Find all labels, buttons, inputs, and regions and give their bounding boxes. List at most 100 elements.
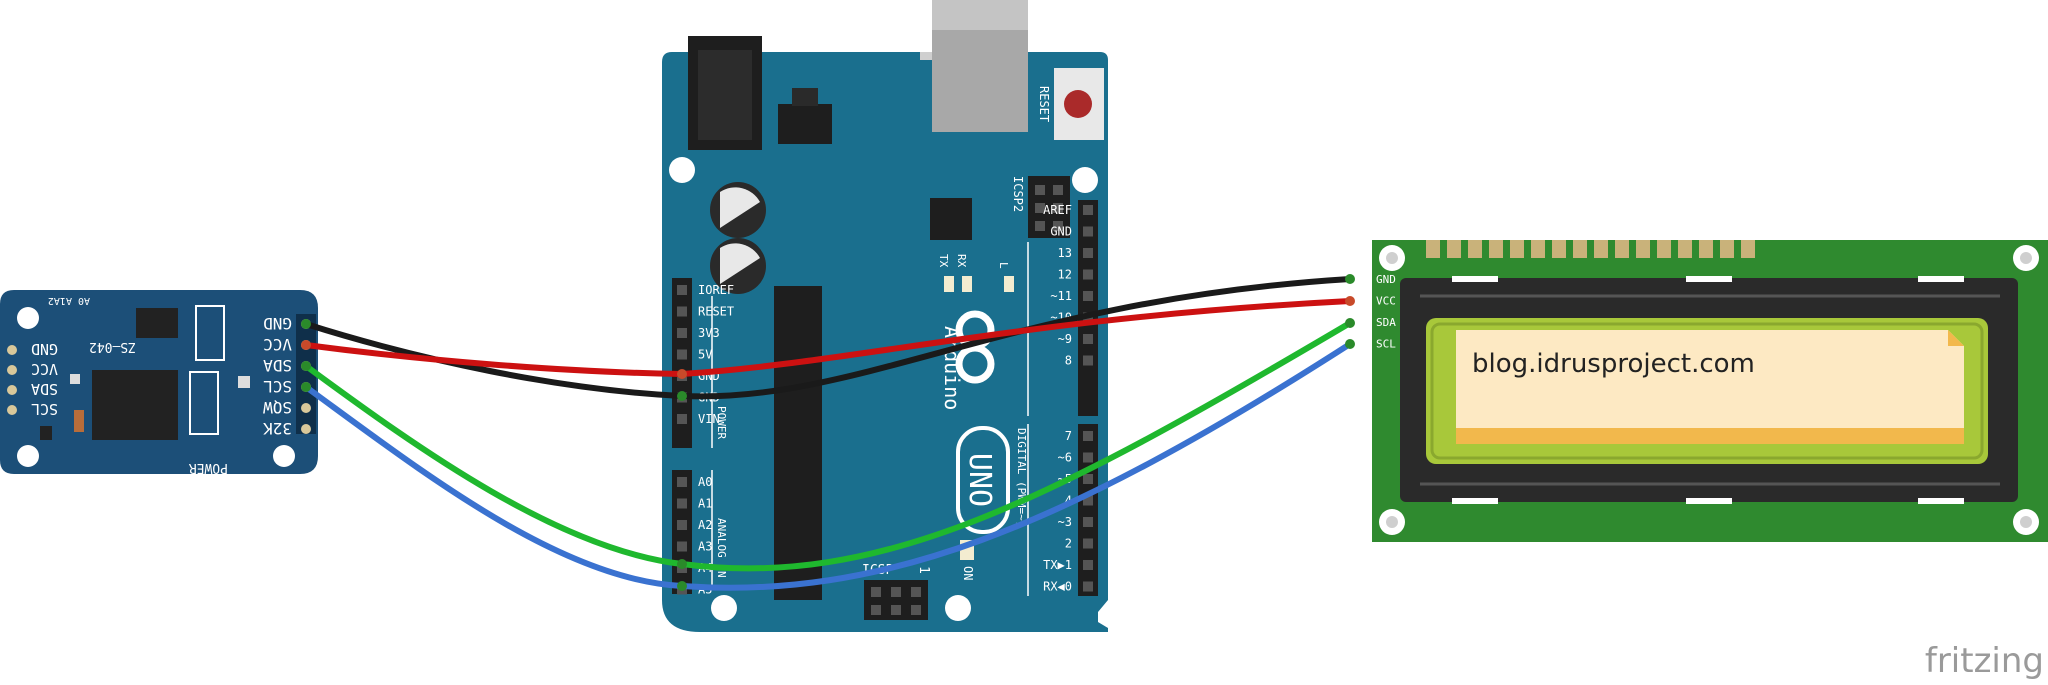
- analog-pin: [677, 477, 687, 487]
- lcd-pad: [1468, 240, 1482, 258]
- analog-pin-label: A1: [698, 497, 712, 511]
- rtc-mount-hole: [273, 445, 295, 467]
- icsp2-pin: [1035, 185, 1045, 195]
- tx-led: [944, 276, 954, 292]
- rx-led: [962, 276, 972, 292]
- analog-pin: [677, 520, 687, 530]
- digital-bottom-pin-label: TX▶1: [1043, 558, 1072, 572]
- lcd-pad: [1720, 240, 1734, 258]
- tx-label: TX: [937, 254, 950, 268]
- lcd-pad: [1510, 240, 1524, 258]
- rtc-mount-hole: [17, 307, 39, 329]
- icsp-pin: [911, 605, 921, 615]
- digital-top-pin-label: AREF: [1043, 203, 1072, 217]
- icsp-pin: [871, 587, 881, 597]
- lcd-pad: [1678, 240, 1692, 258]
- analog-pin-label: A2: [698, 518, 712, 532]
- lcd-pad: [1447, 240, 1461, 258]
- rtc-component: [189, 371, 219, 435]
- digital-top-pin-label: 8: [1065, 354, 1072, 368]
- reset-button-cap: [1064, 90, 1092, 118]
- digital-bottom-pin-label: ~6: [1058, 451, 1072, 465]
- rtc-left-pin: [7, 385, 17, 395]
- board-mount-hole: [669, 157, 695, 183]
- lcd-pad: [1552, 240, 1566, 258]
- atmega-microcontroller: [774, 286, 822, 600]
- arduino-uno-board: RESET ICSP2 TX RX L Arduino: [662, 0, 1108, 632]
- rtc-pin-label: VCC: [263, 335, 292, 354]
- lcd-pin-label: SCL: [1376, 338, 1396, 351]
- rtc-pin-label: SCL: [263, 377, 292, 396]
- icsp2-pin: [1053, 185, 1063, 195]
- analog-pin-label: A0: [698, 475, 712, 489]
- rtc-pin: [301, 403, 311, 413]
- lcd-note-text: blog.idrusproject.com: [1472, 349, 1755, 379]
- rtc-left-pin-label: VCC: [31, 360, 58, 378]
- rtc-pin-label: SQW: [263, 398, 292, 417]
- rtc-pin-label: GND: [263, 314, 292, 333]
- rtc-mount-hole: [17, 445, 39, 467]
- rtc-diode: [40, 426, 52, 440]
- lcd-top-pads: [1426, 240, 1755, 258]
- digital-bottom-pin-label: 2: [1065, 537, 1072, 551]
- rtc-pin-label: SDA: [263, 356, 292, 375]
- power-pin-label: VIN: [698, 412, 720, 426]
- rtc-module: ZS—042 A0 A1A2 POWER GNDVCCSDASCLSQW32K …: [0, 290, 318, 475]
- icsp2-label: ICSP2: [1011, 176, 1025, 212]
- lcd-pad: [1615, 240, 1629, 258]
- rtc-left-pin-label: SDA: [31, 380, 58, 398]
- rtc-left-pin-label: SCL: [31, 400, 58, 418]
- wire-sda: [303, 320, 1353, 572]
- wire-vcc: [303, 298, 1353, 378]
- icsp-pin: [891, 587, 901, 597]
- digital-top-pin: [1083, 205, 1093, 215]
- digital-header-label: DIGITAL (PWM=~): [1015, 428, 1028, 527]
- rtc-pin-label: 32K: [263, 419, 292, 438]
- analog-pin-label: A3: [698, 540, 712, 554]
- rtc-left-pin: [7, 405, 17, 415]
- digital-top-pin: [1083, 355, 1093, 366]
- digital-bottom-pin: [1083, 538, 1093, 549]
- digital-bottom-pin: [1083, 431, 1093, 441]
- power-pin-label: IOREF: [698, 283, 734, 297]
- analog-header: [672, 470, 692, 594]
- lcd-pad: [1657, 240, 1671, 258]
- rtc-power-led: [238, 376, 250, 388]
- digital-top-pin: [1083, 248, 1093, 258]
- lcd-note: blog.idrusproject.com: [1456, 330, 1964, 444]
- rtc-component: [195, 305, 225, 361]
- digital-top-pin-label: GND: [1050, 225, 1072, 239]
- lcd-pin-label: SDA: [1376, 316, 1396, 329]
- rtc-resistor: [74, 410, 84, 432]
- l-led: [1004, 276, 1014, 292]
- lcd-pad: [1426, 240, 1440, 258]
- power-pin: [677, 349, 687, 360]
- power-pin: [677, 285, 687, 295]
- on-label: ON: [961, 566, 975, 580]
- fritzing-logo: fritzing: [1925, 641, 2044, 681]
- icsp-pin: [891, 605, 901, 615]
- icsp2-pin: [1053, 221, 1063, 231]
- digital-bottom-pin: [1083, 474, 1093, 484]
- digital-top-pin-label: 13: [1058, 246, 1072, 260]
- rtc-left-pin: [7, 345, 17, 355]
- board-mount-hole: [1072, 167, 1098, 193]
- lcd-pad: [1531, 240, 1545, 258]
- icsp-pin: [911, 587, 921, 597]
- power-pin-label: 5V: [698, 348, 712, 362]
- digital-bottom-pin: [1083, 495, 1093, 506]
- rtc-power-label: POWER: [189, 460, 228, 475]
- uno-text: UNO: [962, 453, 997, 507]
- rx-label: RX: [955, 254, 968, 268]
- rtc-address-label: A0 A1A2: [48, 295, 90, 306]
- usb-interface-chip: [930, 198, 972, 240]
- digital-bottom-pin: [1083, 581, 1093, 592]
- icsp2-pin: [1035, 203, 1045, 213]
- board-mount-hole: [945, 595, 971, 621]
- uno-logo: UNO: [956, 426, 1010, 534]
- icsp-pin: [871, 605, 881, 615]
- power-pin-label: RESET: [698, 305, 734, 319]
